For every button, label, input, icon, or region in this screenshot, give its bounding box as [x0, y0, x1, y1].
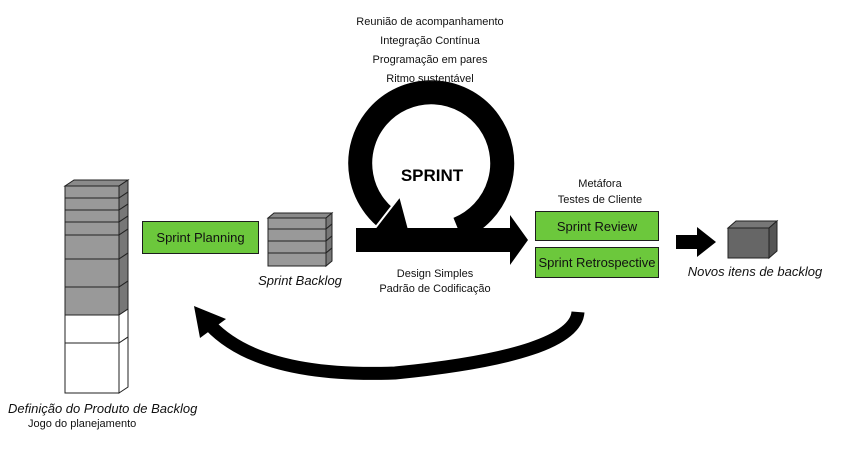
practice-bottom-1: Design Simples [396, 268, 474, 280]
practice-bottom-2: Padrão de Codificação [379, 283, 491, 295]
sprint-label: SPRINT [400, 166, 464, 185]
sprint-backlog-label: Sprint Backlog [258, 273, 342, 288]
review-to-new-items-arrow [676, 227, 716, 257]
practice-top-1: Reunião de acompanhamento [356, 16, 504, 28]
planning-game-label: Jogo do planejamento [28, 418, 137, 430]
practice-top-4: Ritmo sustentável [386, 73, 474, 85]
sprint-review-box: Sprint Review [535, 211, 659, 241]
new-backlog-cube [726, 219, 779, 260]
feedback-arrow [194, 306, 585, 380]
practice-top-3: Programação em pares [372, 54, 488, 66]
new-backlog-items-label: Novos itens de backlog [687, 264, 823, 279]
product-backlog-stack [63, 179, 130, 394]
sprint-backlog-stack [266, 211, 334, 268]
practice-right-2: Testes de Cliente [557, 194, 643, 206]
sprint-to-review-arrow [356, 215, 528, 265]
sprint-planning-box: Sprint Planning [142, 221, 259, 254]
product-backlog-label: Definição do Produto de Backlog [8, 401, 198, 416]
practice-top-2: Integração Contínua [380, 35, 480, 47]
sprint-retrospective-box: Sprint Retrospective [535, 247, 659, 278]
practice-right-1: Metáfora [578, 178, 622, 190]
